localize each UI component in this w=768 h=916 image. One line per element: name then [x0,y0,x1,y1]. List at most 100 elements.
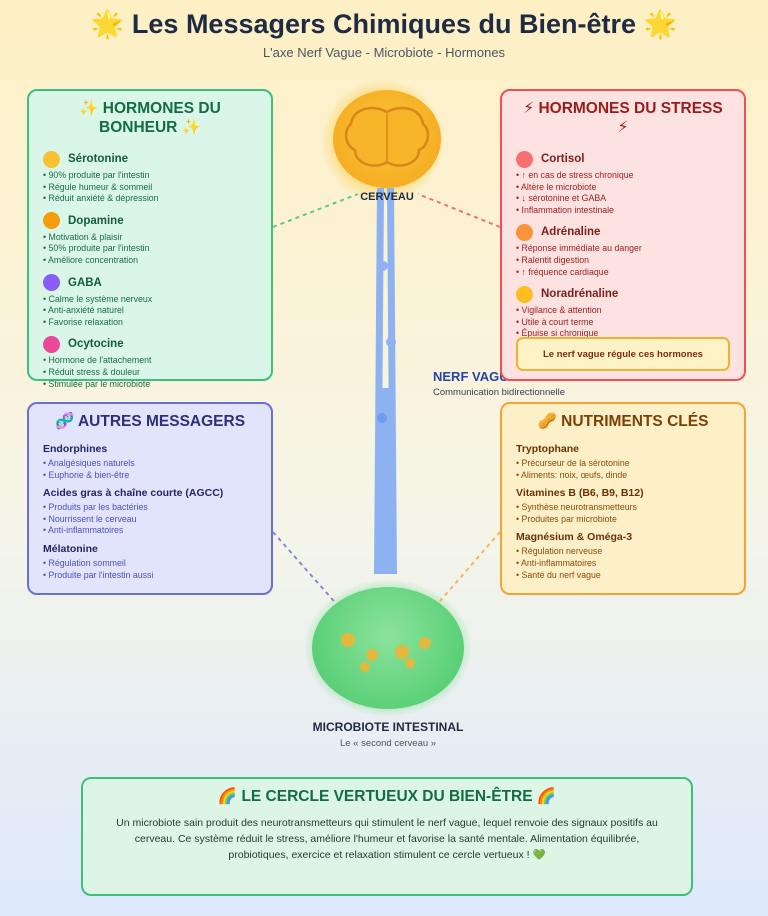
hormone-dot-icon [516,223,533,241]
panel-title: 🥜 NUTRIMENTS CLÉS [537,413,709,430]
hormone-points: Hormone de l'attachementRéduit stress & … [43,355,257,390]
hormone-point: Motivation & plaisir [43,232,257,244]
hormone-point: Épuise si chronique [516,328,730,340]
messenger-point: Anti-inflammatoires [43,525,257,537]
microbiote-label: MICROBIOTE INTESTINAL [312,720,464,734]
hormone-point: 90% produite par l'intestin [43,170,257,182]
hormone-point: Utile à court terme [516,317,730,329]
hormone-dot-icon [43,212,60,230]
connector-bonheur-brain [272,193,359,228]
hormone-header: Dopamine [43,211,257,231]
messenger-points: Précurseur de la sérotonineAliments: noi… [516,458,730,481]
connector-nutri-microbiote [433,531,501,609]
page-title: 🌟 Les Messagers Chimiques du Bien-être 🌟 [90,9,678,39]
cercle-text: Un microbiote sain produit des neurotran… [116,817,658,861]
hormone-item: NoradrénalineVigilance & attentionUtile … [516,284,730,340]
hormone-item: Cortisol ↑ en cas de stress chroniqueAltè… [516,149,730,216]
hormone-points: Vigilance & attentionUtile à court terme… [516,305,730,340]
hormone-header: Noradrénaline [516,284,730,304]
hormone-item: OcytocineHormone de l'attachementRéduit … [43,334,257,390]
hormone-item: GABACalme le système nerveuxAnti-anxiété… [43,273,257,329]
messenger-point: Régulation nerveuse [516,546,730,558]
hormone-point: Anti-anxiété naturel [43,305,257,317]
messenger-points: Régulation nerveuseAnti-inflammatoiresSa… [516,546,730,581]
messenger-point: Produits par les bactéries [43,502,257,514]
messenger-point: Précurseur de la sérotonine [516,458,730,470]
hormone-point: Inflammation intestinale [516,205,730,217]
hormone-point: Améliore concentration [43,255,257,267]
hormone-list: Sérotonine90% produite par l'intestinRég… [43,149,257,390]
hormone-point: 50% produite par l'intestin [43,243,257,255]
messenger-points: Synthèse neurotransmetteursProduites par… [516,502,730,525]
hormone-dot-icon [43,150,60,168]
hormone-item: Sérotonine90% produite par l'intestinRég… [43,149,257,205]
messenger-name: Tryptophane [516,443,580,455]
hormone-item: AdrénalineRéponse immédiate au dangerRal… [516,222,730,278]
messenger-point: Nourrissent le cerveau [43,514,257,526]
messenger-name: Magnésium & Oméga-3 [516,531,633,544]
messenger-point: Anti-inflammatoires [516,558,730,570]
hormone-dot-icon [516,150,533,168]
hormone-points: Calme le système nerveuxAnti-anxiété nat… [43,294,257,329]
bacteria-dot [360,662,370,672]
hormone-list: Cortisol ↑ en cas de stress chroniqueAltè… [516,149,730,340]
messenger-name: Acides gras à chaîne courte (AGCC) [43,487,224,500]
hormone-point: ↑ en cas de stress chronique [516,170,730,182]
cercle-title: 🌈 LE CERCLE VERTUEUX DU BIEN-ÊTRE 🌈 [217,788,557,805]
nerve-signal [386,337,396,347]
messenger-point: Euphorie & bien-être [43,470,257,482]
panel-nutriments: 🥜 NUTRIMENTS CLÉS TryptophanePrécurseur … [500,402,746,595]
hormone-header: Cortisol [516,149,730,169]
nerve-label: NERF VAGUE [433,369,518,384]
page-subtitle: L'axe Nerf Vague - Microbiote - Hormones [262,45,506,60]
nerve-signal [386,490,396,500]
nerve-sublabel: Communication bidirectionnelle [433,387,566,398]
messenger-point: Produites par microbiote [516,514,730,526]
messenger-point: Produite par l'intestin aussi [43,570,257,582]
panel-title: ✨ HORMONES DU BONHEUR ✨ [79,100,221,136]
bacteria-dot [366,649,378,661]
stress-note: Le nerf vague régule ces hormones [516,337,730,371]
hormone-header: Sérotonine [43,149,257,169]
hormone-dot-icon [516,285,533,303]
hormone-points: Motivation & plaisir50% produite par l'i… [43,232,257,267]
microbiote-sublabel: Le « second cerveau » [339,738,437,749]
bacteria-icon [312,587,464,709]
vagus-nerve [374,188,397,574]
hormone-point: Altère le microbiote [516,182,730,194]
messenger-name: Vitamines B (B6, B9, B12) [516,487,644,500]
messenger-points: Régulation sommeilProduite par l'intesti… [43,558,257,581]
panel-hormones-bonheur: ✨ HORMONES DU BONHEUR ✨ Sérotonine90% pr… [27,89,273,389]
messenger-name: Endorphines [43,443,108,455]
hormone-point: Réponse immédiate au danger [516,243,730,255]
messenger-point: Santé du nerf vague [516,570,730,582]
panel-hormones-stress: ⚡ HORMONES DU STRESS ⚡ Cortisol↑ en cas … [500,89,746,381]
hormone-point: Réduit stress & douleur [43,367,257,379]
messenger-point: Régulation sommeil [43,558,257,570]
hormone-name: Cortisol [541,153,585,165]
panel-title: 🧬 AUTRES MESSAGERS [54,413,246,430]
hormone-dot-icon [43,335,60,353]
hormone-point: ↑ fréquence cardiaque [516,267,730,279]
hormone-point: Favorise relaxation [43,317,257,329]
bacteria-dot [405,658,415,668]
hormone-header: GABA [43,273,257,293]
hormone-point: Ralentit digestion [516,255,730,267]
bacteria-dot [395,645,409,659]
messenger-list: EndorphinesAnalgésiques naturelsEuphorie… [43,443,257,581]
brain-label: CERVEAU [360,191,414,203]
hormone-point: Régule humeur & sommeil [43,182,257,194]
hormone-point: Calme le système nerveux [43,294,257,306]
nerve-signal [377,413,387,423]
messenger-name: Mélatonine [43,542,98,555]
hormone-dot-icon [43,274,60,292]
hormone-item: DopamineMotivation & plaisir50% produite… [43,211,257,267]
hormone-points: ↑ en cas de stress chroniqueAltère le mi… [516,170,730,216]
messenger-point: Aliments: noix, œufs, dinde [516,470,730,482]
hormone-name: Adrénaline [541,226,601,239]
hormone-point: Stimulée par le microbiote [43,379,257,391]
hormone-point: ↓ sérotonine et GABA [516,193,730,205]
hormone-name: Noradrénaline [541,288,619,301]
messenger-points: Produits par les bactériesNourrissent le… [43,502,257,537]
